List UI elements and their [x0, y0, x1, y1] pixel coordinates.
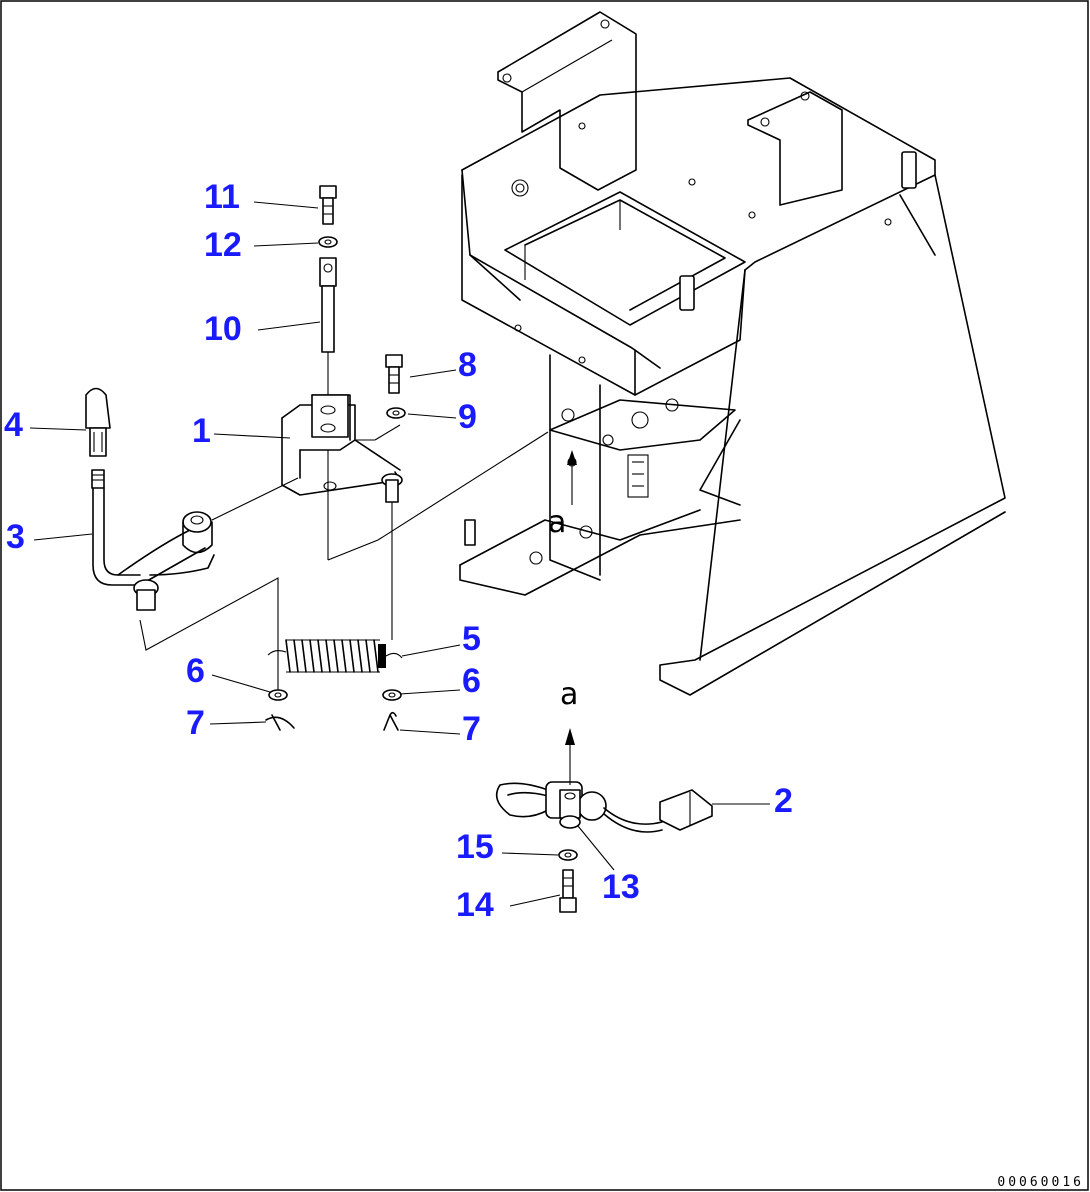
- callout-12: 12: [204, 226, 242, 264]
- callout-11: 11: [204, 178, 240, 216]
- callout-14: 14: [456, 886, 494, 924]
- callout-4: 4: [4, 406, 23, 444]
- callout-6-left: 6: [186, 652, 205, 690]
- callout-3: 3: [6, 518, 25, 556]
- callout-6-right: 6: [462, 662, 481, 700]
- callout-10: 10: [204, 310, 242, 348]
- drawing-number: 00060016: [997, 1175, 1084, 1190]
- switch-assembly: [495, 728, 713, 913]
- callout-13: 13: [602, 868, 640, 906]
- callout-5: 5: [462, 620, 481, 658]
- lever-assembly: [85, 185, 549, 731]
- reference-mark-a-upper: a: [548, 505, 567, 540]
- leader-lines: [29, 201, 770, 907]
- callout-15: 15: [456, 828, 494, 866]
- callout-8: 8: [458, 346, 477, 384]
- reference-mark-a-lower: a: [560, 677, 579, 712]
- callout-1: 1: [192, 412, 211, 450]
- callout-9: 9: [458, 398, 477, 436]
- callout-2: 2: [774, 782, 793, 820]
- callout-7-left: 7: [186, 704, 205, 742]
- console-frame: [459, 11, 1006, 696]
- callout-7-right: 7: [462, 710, 481, 748]
